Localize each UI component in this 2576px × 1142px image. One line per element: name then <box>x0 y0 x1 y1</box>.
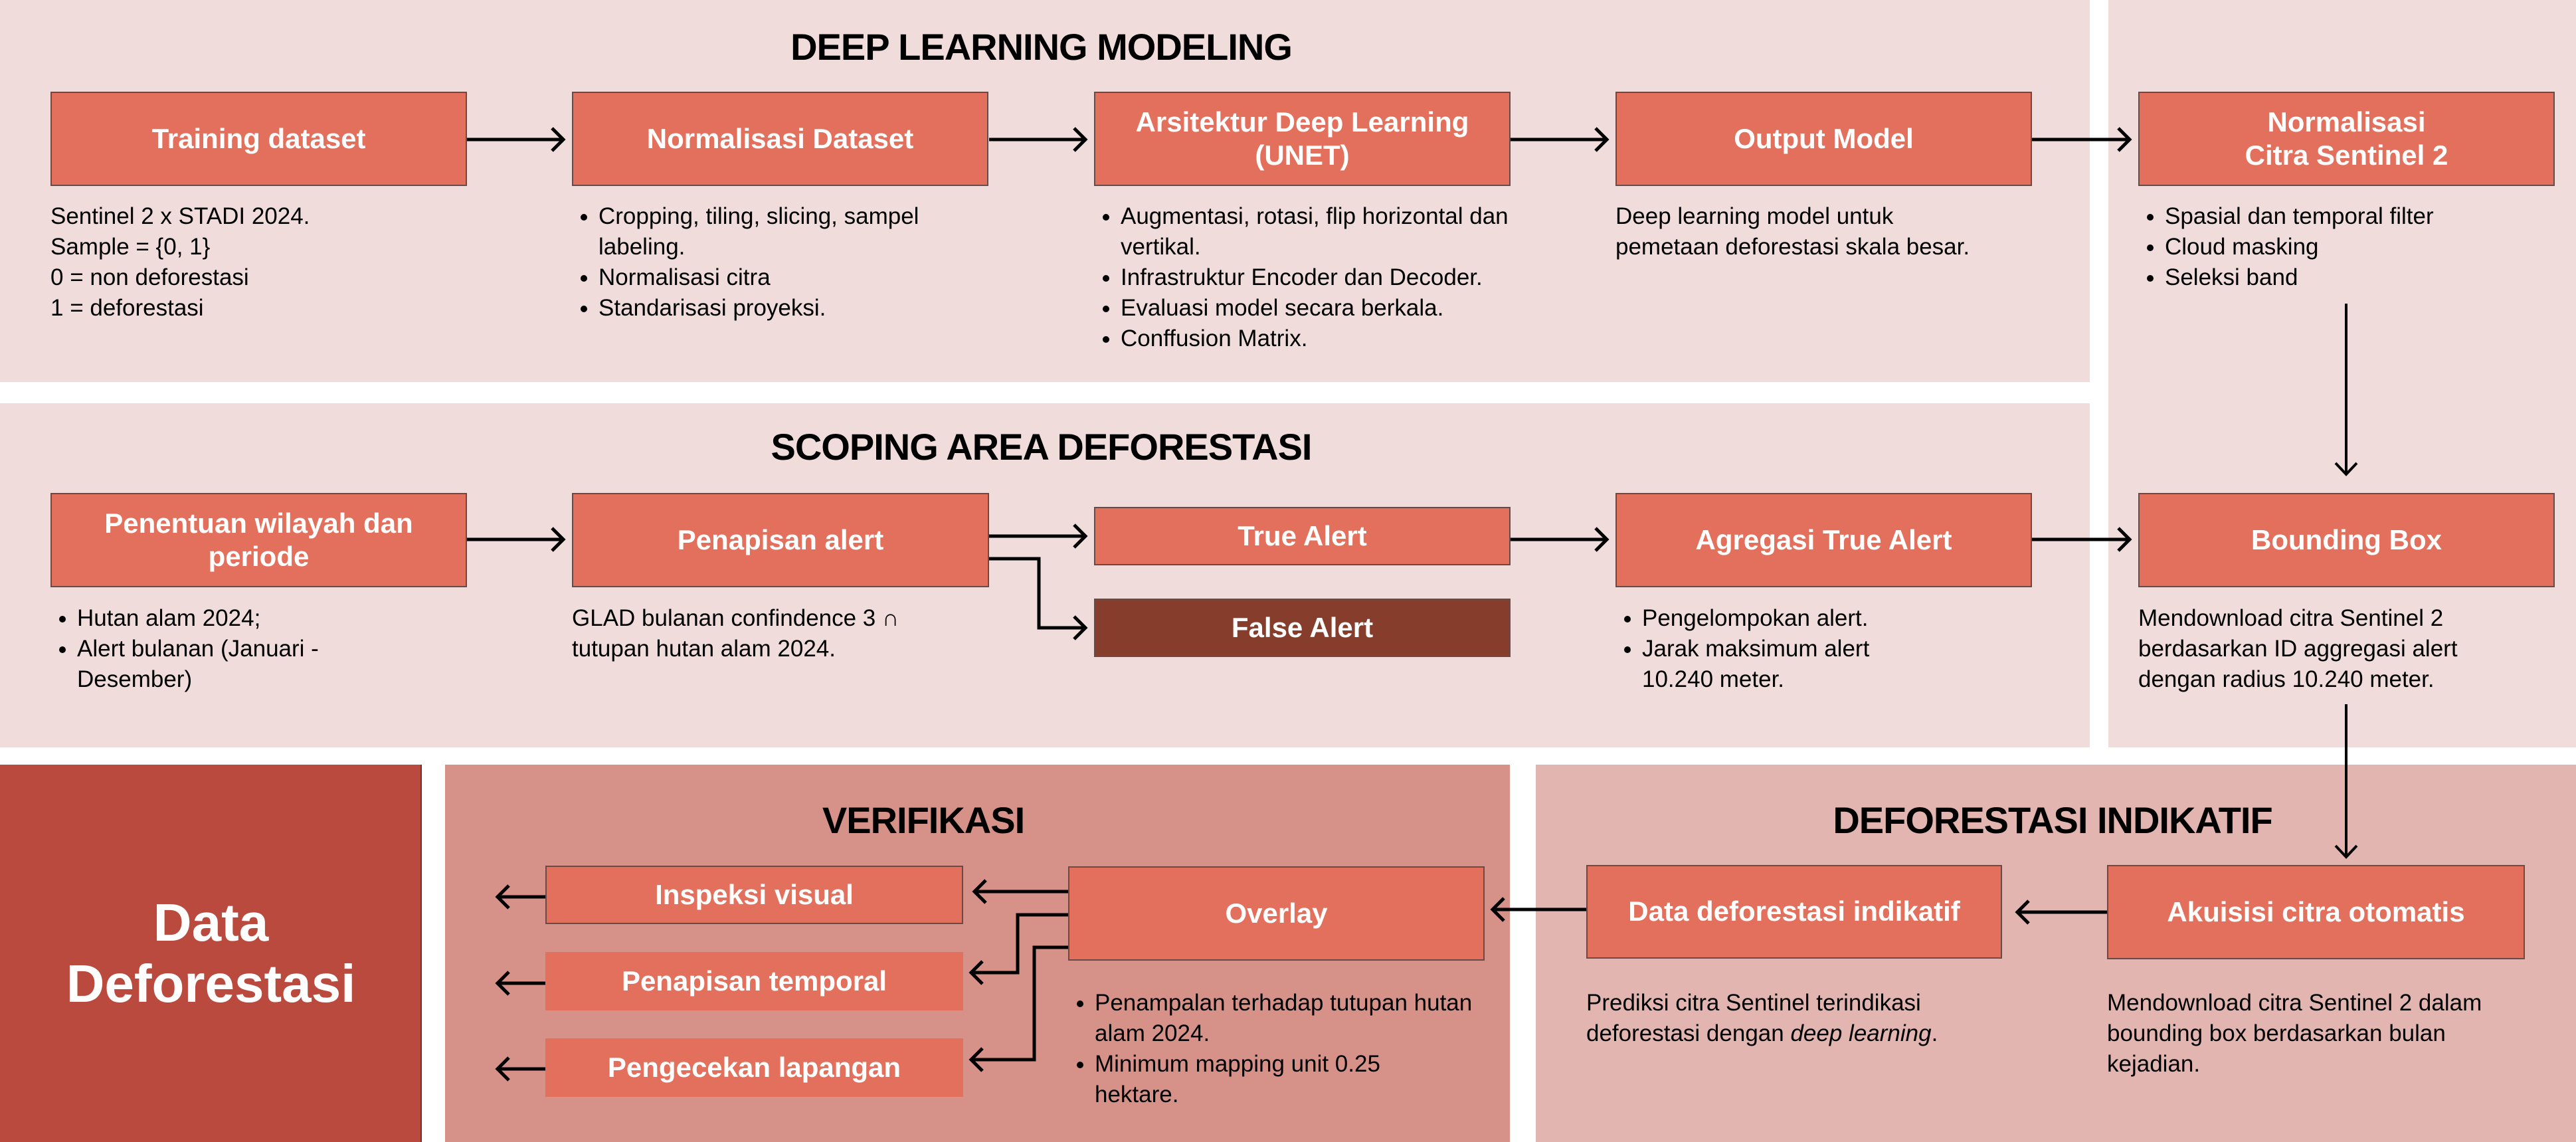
inspeksi-visual-label: Inspeksi visual <box>655 878 854 910</box>
pengecekan-lapangan-label: Pengecekan lapangan <box>607 1051 901 1083</box>
data-deforestasi-indikatif-desc: Prediksi citra Sentinel terindikasi defo… <box>1586 988 2011 1049</box>
pengecekan-lapangan-box[interactable]: Pengecekan lapangan <box>545 1038 963 1097</box>
normalisasi-citra-label-line1: Normalisasi <box>2267 106 2426 138</box>
penentuan-wilayah-desc: Hutan alam 2024; Alert bulanan (Januari … <box>50 603 422 695</box>
penapisan-alert-label: Penapisan alert <box>677 523 884 555</box>
output-model-label: Output Model <box>1734 122 1914 154</box>
bullet-item: Augmentasi, rotasi, flip horizontal dan … <box>1121 201 1546 262</box>
agregasi-true-alert-box[interactable]: Agregasi True Alert <box>1615 493 2032 587</box>
penapisan-alert-box[interactable]: Penapisan alert <box>572 493 989 587</box>
overlay-desc: Penampalan terhadap tutupan hutan alam 2… <box>1068 988 1487 1110</box>
false-alert-label: False Alert <box>1231 611 1374 643</box>
desc-text: Prediksi citra Sentinel terindikasi defo… <box>1586 988 2011 1049</box>
data-deforestasi-indikatif-label: Data deforestasi indikatif <box>1628 896 1960 927</box>
deep-learning-panel <box>0 0 2090 382</box>
desc-text: Mendownload citra Sentinel 2 dalam bound… <box>2107 990 2482 1077</box>
akuisisi-citra-desc: Mendownload citra Sentinel 2 dalam bound… <box>2107 988 2532 1080</box>
desc-line: Sentinel 2 x STADI 2024. <box>50 203 310 229</box>
bullet-item: Hutan alam 2024; <box>77 603 422 634</box>
bullet-item: Conffusion Matrix. <box>1121 324 1546 354</box>
desc-italic: deep learning <box>1790 1020 1932 1046</box>
output-model-box[interactable]: Output Model <box>1615 92 2032 186</box>
bullet-item: Alert bulanan (Januari - Desember) <box>77 634 356 695</box>
normalisasi-dataset-label: Normalisasi Dataset <box>646 122 914 154</box>
akuisisi-citra-label: Akuisisi citra otomatis <box>2167 896 2465 927</box>
true-alert-label: True Alert <box>1238 520 1367 551</box>
training-dataset-label: Training dataset <box>151 122 366 154</box>
scoping-title: SCOPING AREA DEFORESTASI <box>771 426 1312 468</box>
training-dataset-desc: Sentinel 2 x STADI 2024. Sample = {0, 1}… <box>50 201 462 324</box>
desc-line: Sample = {0, 1} <box>50 234 211 260</box>
deep-learning-title: DEEP LEARNING MODELING <box>790 26 1293 68</box>
penentuan-wilayah-box[interactable]: Penentuan wilayah dan periode <box>50 493 467 587</box>
bullet-item: Pengelompokan alert. <box>1642 603 1961 634</box>
desc-text: Deep learning model untuk pemetaan defor… <box>1615 203 1970 260</box>
normalisasi-citra-desc: Spasial dan temporal filter Cloud maskin… <box>2138 201 2563 293</box>
akuisisi-citra-box[interactable]: Akuisisi citra otomatis <box>2107 865 2525 959</box>
desc-line: 1 = deforestasi <box>50 295 204 321</box>
data-deforestasi-line2: Deforestasi <box>66 954 356 1013</box>
desc-prefix: Prediksi citra Sentinel terindikasi defo… <box>1586 990 1921 1046</box>
bullet-item: Infrastruktur Encoder dan Decoder. <box>1121 262 1546 293</box>
bullet-item: Seleksi band <box>2165 262 2563 293</box>
normalisasi-citra-sentinel-box[interactable]: Normalisasi Citra Sentinel 2 <box>2138 92 2555 186</box>
penapisan-temporal-box[interactable]: Penapisan temporal <box>545 952 963 1010</box>
desc-line: 0 = non deforestasi <box>50 264 249 290</box>
arsitektur-unet-label: Arsitektur Deep Learning (UNET) <box>1135 106 1469 171</box>
agregasi-true-alert-desc: Pengelompokan alert. Jarak maksimum aler… <box>1615 603 1961 695</box>
data-deforestasi-indikatif-box[interactable]: Data deforestasi indikatif <box>1586 865 2002 959</box>
normalisasi-dataset-box[interactable]: Normalisasi Dataset <box>572 92 988 186</box>
bullet-item: Minimum mapping unit 0.25 hektare. <box>1095 1049 1453 1110</box>
bullet-item: Penampalan terhadap tutupan hutan alam 2… <box>1095 988 1487 1049</box>
bullet-item: Jarak maksimum alert 10.240 meter. <box>1642 634 1928 695</box>
penapisan-temporal-label: Penapisan temporal <box>621 965 887 997</box>
bullet-item: Standarisasi proyeksi. <box>598 293 997 324</box>
data-deforestasi-panel <box>0 765 422 1142</box>
false-alert-box[interactable]: False Alert <box>1094 599 1511 657</box>
bullet-item: Normalisasi citra <box>598 262 997 293</box>
bounding-box-desc: Mendownload citra Sentinel 2 berdasarkan… <box>2138 603 2537 695</box>
data-deforestasi-label: Data Deforestasi <box>0 765 422 1142</box>
penapisan-alert-desc: GLAD bulanan confindence 3 ∩ tutupan hut… <box>572 603 970 664</box>
bounding-box-box[interactable]: Bounding Box <box>2138 493 2555 587</box>
arsitektur-unet-desc: Augmentasi, rotasi, flip horizontal dan … <box>1094 201 1546 354</box>
true-alert-box[interactable]: True Alert <box>1094 507 1511 565</box>
normalisasi-citra-label-line2: Citra Sentinel 2 <box>2245 140 2448 171</box>
training-dataset-box[interactable]: Training dataset <box>50 92 467 186</box>
verifikasi-title: VERIFIKASI <box>822 799 1025 841</box>
penentuan-wilayah-label: Penentuan wilayah dan periode <box>104 507 413 572</box>
bullet-item: Cloud masking <box>2165 232 2563 262</box>
deforestasi-indikatif-title: DEFORESTASI INDIKATIF <box>1833 799 2272 841</box>
bounding-box-label: Bounding Box <box>2251 523 2442 555</box>
desc-text: GLAD bulanan confindence 3 ∩ tutupan hut… <box>572 605 899 662</box>
overlay-label: Overlay <box>1225 897 1328 929</box>
desc-text: Mendownload citra Sentinel 2 berdasarkan… <box>2138 605 2458 692</box>
normalisasi-dataset-desc: Cropping, tiling, slicing, sampel labeli… <box>572 201 997 324</box>
overlay-box[interactable]: Overlay <box>1068 866 1485 961</box>
inspeksi-visual-box[interactable]: Inspeksi visual <box>545 866 963 924</box>
agregasi-true-alert-label: Agregasi True Alert <box>1695 523 1952 555</box>
bullet-item: Spasial dan temporal filter <box>2165 201 2563 232</box>
bullet-item: Evaluasi model secara berkala. <box>1121 293 1546 324</box>
arsitektur-unet-box[interactable]: Arsitektur Deep Learning (UNET) <box>1094 92 1511 186</box>
data-deforestasi-line1: Data <box>153 893 269 952</box>
desc-suffix: . <box>1931 1020 1938 1046</box>
bullet-item: Cropping, tiling, slicing, sampel labeli… <box>598 201 997 262</box>
output-model-desc: Deep learning model untuk pemetaan defor… <box>1615 201 1987 262</box>
